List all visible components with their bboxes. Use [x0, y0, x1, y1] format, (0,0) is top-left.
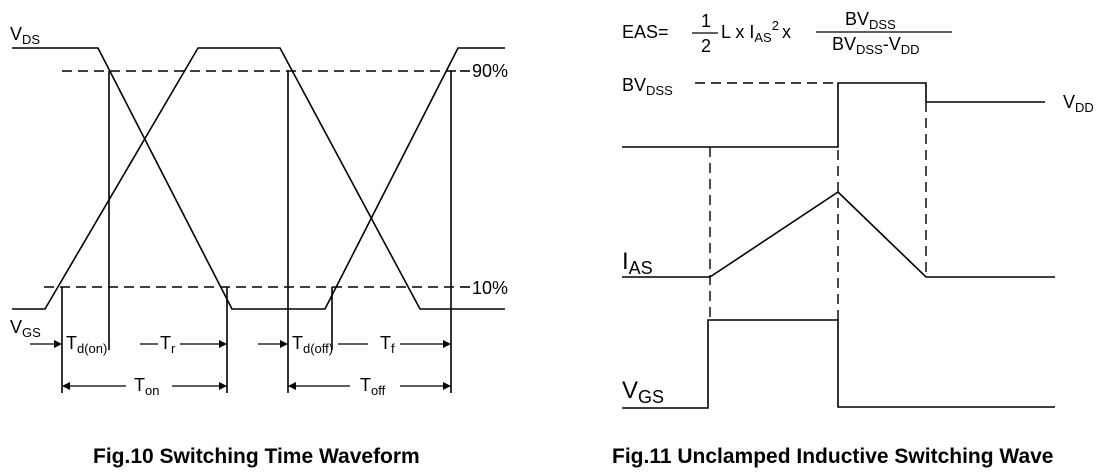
fig10-td-off-label: Td(off)	[292, 333, 333, 356]
fig11-vgs-waveform	[622, 319, 1055, 409]
fig10-toff-right-arrowhead	[443, 382, 451, 390]
fig11-ias-label: IAS	[622, 248, 653, 278]
fig10-tr-label: Tr	[160, 333, 176, 356]
fig10-vds-label: VDS	[10, 24, 40, 47]
fig10-ton-left-arrowhead	[62, 382, 70, 390]
fig11-bvdss-label: BVDSS	[622, 75, 673, 98]
fig11-vds-waveform	[622, 82, 1045, 148]
fig10-tf-label: Tf	[380, 333, 395, 356]
formula-half-denominator: 2	[701, 36, 711, 56]
fig10-vds-waveform	[12, 47, 505, 310]
fig10-td-on-arrowhead	[54, 340, 62, 348]
fig10-tr-arrowhead	[219, 340, 227, 348]
fig10-ton-right-arrowhead	[219, 382, 227, 390]
formula-lhs: EAS=	[622, 22, 669, 42]
formula-fraction-denominator: BVDSS-VDD	[832, 34, 920, 57]
fig10-toff-label: Toff	[360, 375, 386, 398]
fig10-switching-time-diagram: VDS VGS 90% 10% Td(on) Tr Td(off) Tf Ton…	[10, 24, 508, 468]
fig10-ton-label: Ton	[134, 375, 159, 398]
fig10-vgs-label: VGS	[10, 317, 41, 340]
fig10-tf-arrowhead	[443, 340, 451, 348]
formula-half-numerator: 1	[701, 11, 711, 31]
fig10-10pct-label: 10%	[472, 278, 508, 298]
fig10-td-off-arrowhead	[280, 340, 288, 348]
fig11-vgs-label: VGS	[622, 377, 664, 407]
fig10-vgs-waveform	[12, 47, 505, 310]
fig11-caption: Fig.11 Unclamped Inductive Switching Wav…	[612, 445, 1053, 468]
fig11-vdd-label: VDD	[1063, 92, 1094, 115]
fig10-90pct-label: 90%	[472, 61, 508, 81]
formula-fraction-numerator: BVDSS	[845, 9, 896, 32]
fig10-caption: Fig.10 Switching Time Waveform	[93, 445, 420, 468]
fig10-toff-left-arrowhead	[288, 382, 296, 390]
fig10-td-on-label: Td(on)	[66, 333, 107, 356]
